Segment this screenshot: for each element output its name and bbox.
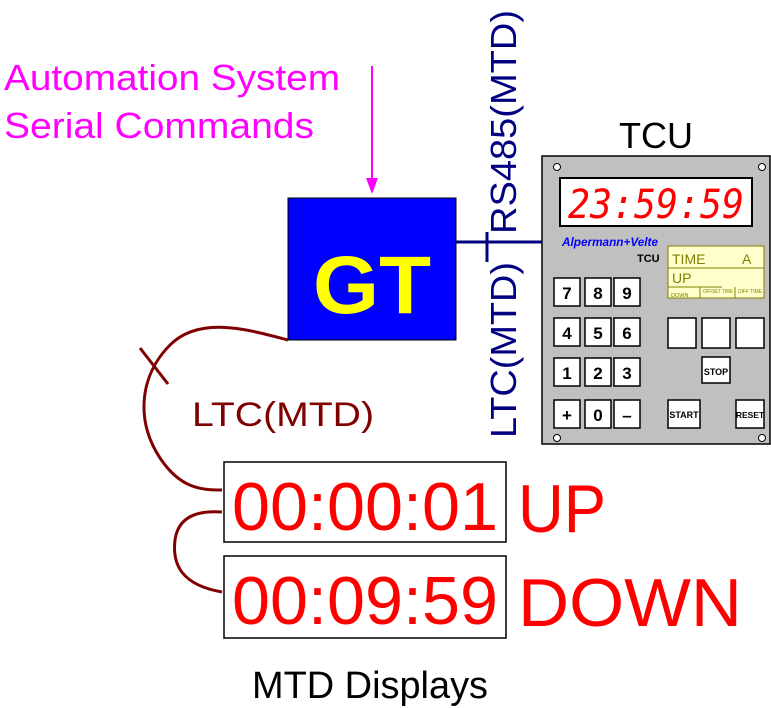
keypad-key-label: 0 [593,406,602,425]
ltc-loop-cable [138,325,289,594]
tcu-readout: 23:59:59 [568,182,744,228]
tcu-lcd [667,245,765,299]
keypad-key[interactable] [584,277,612,307]
tcu-unit: 23:59:59 Alpermann+Velte TCU TIME A UP D… [541,155,771,445]
annotation-line-2: Serial Commands [4,105,314,146]
rs485-label: RS485(MTD) [483,10,524,234]
mtd-display-up: 00:00:01 [223,461,507,545]
lcd-diff-label: DIFF TIME [738,289,762,295]
lcd-mode-label: TIME [672,251,705,267]
ltc-vertical-label: LTC(MTD) [483,262,524,438]
tcu-model: TCU [637,253,660,265]
tcu-title: TCU [619,115,693,156]
keypad-key[interactable] [584,317,612,347]
keypad-key-label: 3 [622,364,631,383]
keypad-key-label: 9 [622,284,631,303]
keypad-key[interactable] [584,399,612,429]
start-button-label: START [669,410,699,420]
screw-icon [758,434,766,442]
stop-button[interactable] [701,356,731,384]
command-arrow [366,66,378,194]
screw-icon [553,163,561,171]
mtd-down-time: 00:09:59 [232,563,498,639]
keypad-key-label: 7 [562,284,571,303]
mtd-up-time: 00:00:01 [232,469,498,545]
lcd-down-label: DOWN [671,293,688,299]
mtd-down-mode: DOWN [518,565,742,641]
function-key[interactable] [735,317,765,349]
mtd-up-mode: UP [518,471,606,547]
function-key[interactable] [701,317,731,349]
keypad-key-label: 6 [622,324,631,343]
keypad-key[interactable] [553,357,581,387]
lcd-mode-letter: A [742,251,752,267]
keypad-key-label: 8 [593,284,602,303]
gt-label: GT [313,240,431,331]
keypad-key[interactable] [584,357,612,387]
keypad: 7 8 9 4 5 6 1 2 3 +0 – [553,277,641,429]
tcu-led-display [559,177,753,227]
screw-icon [553,434,561,442]
reset-button[interactable] [735,399,765,429]
keypad-key[interactable] [553,399,581,429]
function-key[interactable] [667,317,697,349]
keypad-key-label: 2 [593,364,602,383]
rs485-bus [456,232,542,262]
tcu-brand: Alpermann+Velte [561,235,658,249]
gt-box: GT [287,197,457,341]
annotation-line-1: Automation System [4,57,340,98]
lcd-direction: UP [672,270,691,286]
keypad-key-label: + [562,406,572,425]
mtd-displays-caption: MTD Displays [252,665,488,707]
keypad-key[interactable] [613,277,641,307]
keypad-key[interactable] [613,317,641,347]
keypad-key[interactable] [553,277,581,307]
keypad-key-label: 5 [593,324,602,343]
keypad-key[interactable] [553,317,581,347]
keypad-key-label: 1 [562,364,571,383]
keypad-key-label: – [622,406,631,425]
stop-button-label: STOP [704,367,728,377]
screw-icon [758,163,766,171]
ltc-loop-label: LTC(MTD) [192,396,374,434]
start-button[interactable] [667,399,701,429]
mtd-display-down: 00:09:59 [223,555,507,639]
keypad-key[interactable] [613,399,641,429]
reset-button-label: RESET [736,410,765,420]
keypad-key-label: 4 [562,324,572,343]
lcd-offset-label: OFFSET TIME [703,289,733,295]
keypad-key[interactable] [613,357,641,387]
